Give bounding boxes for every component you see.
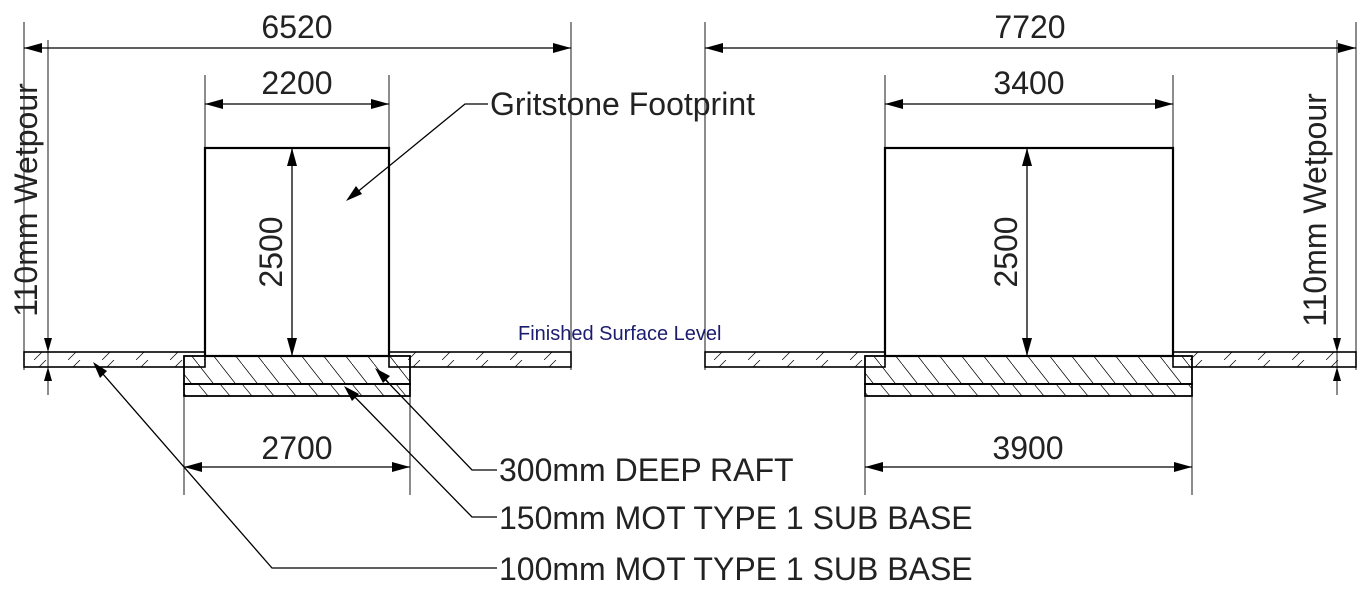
sub-base-100-label: 100mm MOT TYPE 1 SUB BASE	[499, 551, 973, 587]
right-overall-width-text: 7720	[994, 9, 1065, 45]
right-gritstone-footprint	[883, 146, 1175, 358]
right-footprint-width-dimension: 3400	[884, 65, 1174, 148]
left-wetpour-label: 110mm Wetpour	[8, 83, 44, 317]
footprint-callout: Gritstone Footprint	[346, 86, 755, 201]
left-wetpour-dimension: 110mm Wetpour	[8, 40, 52, 395]
left-footprint-width-dimension: 2200	[204, 65, 390, 148]
right-raft-width-text: 3900	[992, 430, 1063, 466]
raft-callout: 300mm DEEP RAFT	[375, 368, 794, 488]
raft-label: 300mm DEEP RAFT	[499, 452, 794, 488]
right-wetpour-slab-left	[704, 351, 886, 368]
right-wetpour-dimension: 110mm Wetpour	[1297, 40, 1341, 395]
sub-base-100-callout: 100mm MOT TYPE 1 SUB BASE	[93, 362, 973, 587]
right-footprint-depth-dimension: 2500	[988, 148, 1032, 356]
right-raft	[864, 355, 1193, 385]
sub-base-150-label: 150mm MOT TYPE 1 SUB BASE	[499, 500, 973, 536]
right-overall-dimension: 7720	[704, 9, 1357, 370]
left-plan: 6520 110mm Wetpour 2200 2500	[8, 9, 572, 495]
right-plan: 7720 110mm Wetpour 3400 2500	[704, 9, 1357, 495]
right-footprint-width-text: 3400	[993, 65, 1064, 101]
right-wetpour-slab-right	[1172, 351, 1357, 368]
left-footprint-depth-text: 2500	[253, 216, 289, 287]
gritstone-footprint-label: Gritstone Footprint	[490, 86, 755, 122]
left-sub-base	[183, 383, 411, 397]
left-wetpour-slab-left	[23, 351, 206, 368]
left-overall-width-text: 6520	[261, 9, 332, 45]
left-wetpour-slab-right	[388, 351, 572, 368]
right-raft-width-dimension: 3900	[864, 396, 1193, 495]
right-footprint-depth-text: 2500	[988, 216, 1024, 287]
finished-surface-level-label: Finished Surface Level	[518, 323, 721, 345]
left-gritstone-footprint	[203, 146, 391, 358]
left-footprint-width-text: 2200	[261, 65, 332, 101]
sub-base-150-callout: 150mm MOT TYPE 1 SUB BASE	[344, 386, 973, 536]
left-raft-width-text: 2700	[261, 430, 332, 466]
right-sub-base	[864, 383, 1193, 397]
left-overall-dimension: 6520	[23, 9, 572, 370]
left-raft-width-dimension: 2700	[183, 396, 411, 495]
left-raft	[183, 355, 411, 385]
right-wetpour-label: 110mm Wetpour	[1297, 93, 1333, 327]
left-footprint-depth-dimension: 2500	[253, 148, 297, 356]
